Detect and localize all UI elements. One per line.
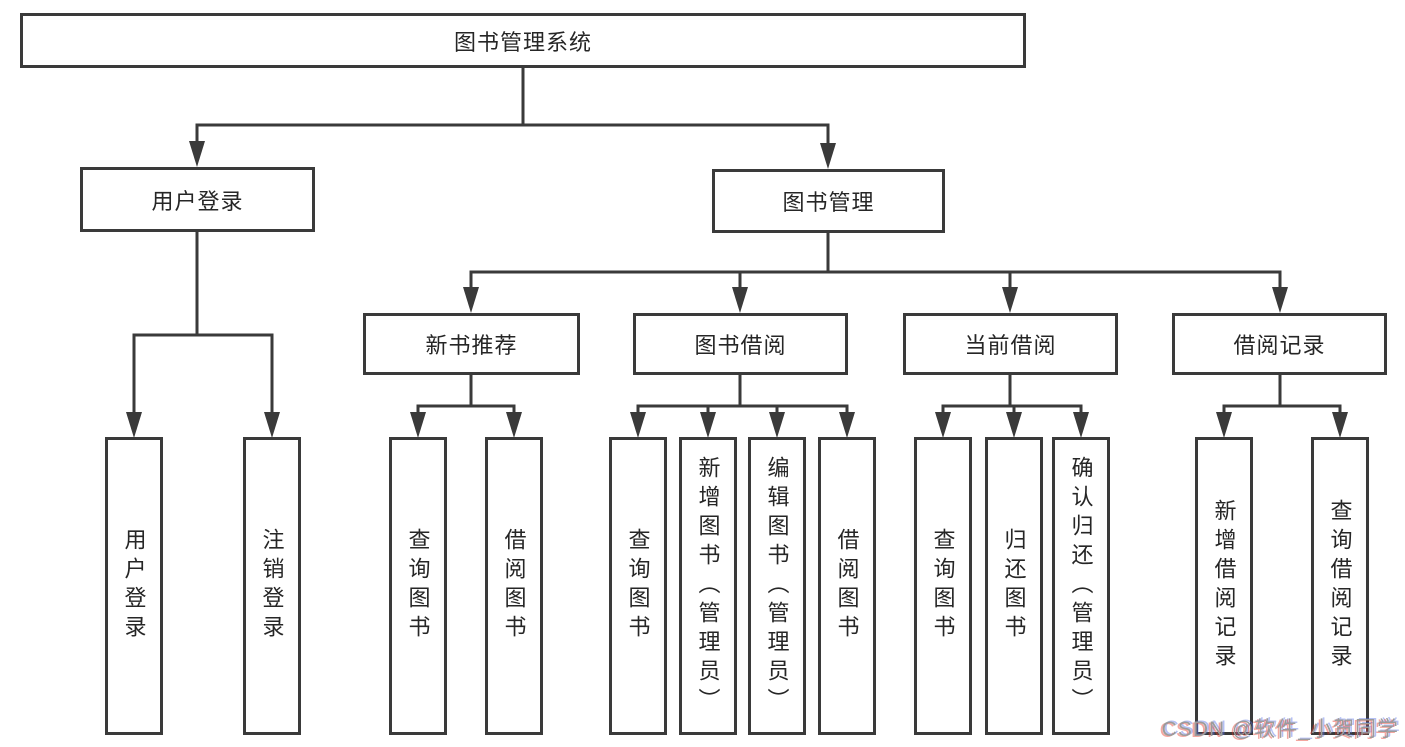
node-book-management-label: 图书管理 <box>782 190 875 215</box>
arrow-down-icon <box>700 412 716 438</box>
leaf-borrowing-edit-books-admin: 编辑图书（管理员） <box>748 437 806 735</box>
leaf-borrowing-borrow-books-label: 借阅图书 <box>834 528 860 644</box>
leaf-logout-label: 注销登录 <box>259 528 285 644</box>
leaf-current-return-books-label: 归还图书 <box>1001 528 1027 644</box>
leaf-borrowing-edit-books-admin-label: 编辑图书（管理员） <box>764 455 790 717</box>
arrow-down-icon <box>935 412 951 438</box>
leaf-records-add-record-label: 新增借阅记录 <box>1211 499 1237 673</box>
node-library-system: 图书管理系统 <box>20 13 1026 68</box>
leaf-borrowing-query-books: 查询图书 <box>609 437 667 735</box>
leaf-user-login-label: 用户登录 <box>121 528 147 644</box>
node-borrowing-records: 借阅记录 <box>1172 313 1387 375</box>
leaf-records-query-record-label: 查询借阅记录 <box>1327 499 1353 673</box>
leaf-borrowing-add-books-admin: 新增图书（管理员） <box>679 437 737 735</box>
arrow-down-icon <box>1002 287 1018 313</box>
leaf-current-confirm-return-admin-label: 确认归还（管理员） <box>1068 455 1094 717</box>
node-current-borrowing-label: 当前借阅 <box>964 333 1057 358</box>
arrow-down-icon <box>1073 412 1089 438</box>
arrow-down-icon <box>820 143 836 169</box>
arrow-down-icon <box>732 287 748 313</box>
leaf-current-query-books-label: 查询图书 <box>930 528 956 644</box>
node-borrowing-records-label: 借阅记录 <box>1233 333 1326 358</box>
arrow-down-icon <box>1006 412 1022 438</box>
leaf-borrowing-borrow-books: 借阅图书 <box>818 437 876 735</box>
arrow-down-icon <box>1332 412 1348 438</box>
leaf-borrowing-query-books-label: 查询图书 <box>625 528 651 644</box>
arrow-down-icon <box>264 412 280 438</box>
node-book-borrowing: 图书借阅 <box>633 313 848 375</box>
node-book-management: 图书管理 <box>712 169 945 233</box>
arrow-down-icon <box>410 412 426 438</box>
arrow-down-icon <box>1272 287 1288 313</box>
arrow-down-icon <box>506 412 522 438</box>
node-library-system-label: 图书管理系统 <box>453 29 592 55</box>
leaf-current-return-books: 归还图书 <box>985 437 1043 735</box>
arrowhead-icons <box>126 141 1348 438</box>
leaf-recommend-borrow-books-label: 借阅图书 <box>501 528 527 644</box>
leaf-records-query-record: 查询借阅记录 <box>1311 437 1369 735</box>
csdn-watermark: CSDN @软件_小贺同学 <box>1161 718 1399 741</box>
node-user-login: 用户登录 <box>80 167 315 232</box>
node-book-borrowing-label: 图书借阅 <box>694 333 787 358</box>
leaf-recommend-query-books: 查询图书 <box>389 437 447 735</box>
leaf-user-login: 用户登录 <box>105 437 163 735</box>
node-new-book-recommend: 新书推荐 <box>363 313 580 375</box>
node-current-borrowing: 当前借阅 <box>903 313 1118 375</box>
arrow-down-icon <box>189 141 205 167</box>
leaf-current-confirm-return-admin: 确认归还（管理员） <box>1052 437 1110 735</box>
leaf-logout: 注销登录 <box>243 437 301 735</box>
node-new-book-recommend-label: 新书推荐 <box>425 333 518 358</box>
arrow-down-icon <box>839 412 855 438</box>
leaf-recommend-borrow-books: 借阅图书 <box>485 437 543 735</box>
leaf-current-query-books: 查询图书 <box>914 437 972 735</box>
arrow-down-icon <box>630 412 646 438</box>
arrow-down-icon <box>126 412 142 438</box>
leaf-records-add-record: 新增借阅记录 <box>1195 437 1253 735</box>
arrow-down-icon <box>769 412 785 438</box>
leaf-recommend-query-books-label: 查询图书 <box>405 528 431 644</box>
arrow-down-icon <box>463 287 479 313</box>
leaf-borrowing-add-books-admin-label: 新增图书（管理员） <box>695 455 721 717</box>
arrow-down-icon <box>1216 412 1232 438</box>
node-user-login-label: 用户登录 <box>151 188 244 214</box>
